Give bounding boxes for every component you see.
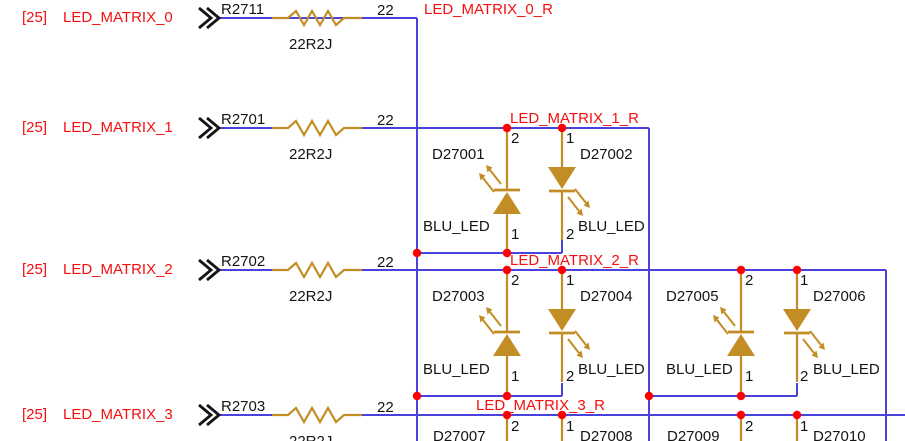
net-label: LED_MATRIX_0_R (424, 1, 553, 18)
page-ref-tag: [25] (22, 9, 48, 26)
led-pin-number: 2 (566, 226, 575, 243)
led-pin-number: 1 (511, 368, 520, 385)
resistor-refdes: R2703 (221, 398, 266, 415)
resistor-pin-number: 22 (377, 254, 394, 271)
led-pin-number: 1 (800, 418, 809, 435)
led-refdes: D27010 (813, 428, 866, 441)
junction-dots (412, 123, 802, 420)
net-label: LED_MATRIX_1_R (510, 110, 639, 127)
resistor-pin-number: 22 (377, 2, 394, 19)
led-part-label: BLU_LED (666, 361, 733, 378)
led-refdes: D27008 (580, 428, 633, 441)
led-pin-number: 1 (511, 226, 520, 243)
resistor-value: 22R2J (289, 434, 332, 441)
resistor-pin-number: 22 (377, 399, 394, 416)
led-pin-stubs (505, 130, 799, 441)
led-symbol-D27006 (783, 309, 825, 358)
light-emission-arrows (802, 338, 818, 358)
led-refdes: D27002 (580, 146, 633, 163)
led-pin-number: 2 (745, 272, 754, 289)
led-pin-number: 2 (511, 130, 520, 147)
led-pin-number: 2 (511, 418, 520, 435)
led-pin-number: 2 (511, 272, 520, 289)
resistor-refdes: R2711 (221, 1, 265, 18)
resistor-symbols (272, 8, 362, 425)
led-pin-number: 1 (566, 418, 575, 435)
led-part-label: BLU_LED (578, 218, 645, 235)
led-symbol-D27004 (548, 309, 590, 358)
led-symbol-D27001 (479, 165, 521, 214)
net-name: LED_MATRIX_1 (63, 119, 173, 136)
page-ref-tag: [25] (22, 119, 48, 136)
led-refdes: D27009 (667, 428, 720, 441)
net-label: LED_MATRIX_2_R (510, 252, 639, 269)
page-ref-tag: [25] (22, 406, 48, 423)
led-part-label: BLU_LED (813, 361, 880, 378)
light-emission-arrows (567, 338, 583, 358)
led-pin-number: 1 (745, 368, 754, 385)
resistor-value: 22R2J (289, 288, 333, 305)
led-refdes: D27004 (580, 288, 633, 305)
led-pin-number: 1 (566, 130, 575, 147)
light-emission-arrows (486, 307, 502, 327)
led-pin-number: 2 (800, 368, 809, 385)
resistor-value: 22R2J (289, 36, 333, 53)
led-pin-number: 1 (800, 272, 809, 289)
led-refdes: D27001 (432, 146, 485, 163)
net-label: LED_MATRIX_3_R (476, 397, 605, 414)
led-refdes: D27003 (432, 288, 485, 305)
net-name: LED_MATRIX_0 (63, 9, 173, 26)
net-name: LED_MATRIX_3 (63, 406, 173, 423)
offpage-connector-icon (198, 6, 222, 427)
led-symbol-D27003 (479, 307, 521, 356)
led-pin-number: 2 (566, 368, 575, 385)
net-name: LED_MATRIX_2 (63, 261, 173, 278)
led-symbol-D27002 (548, 167, 590, 216)
resistor-refdes: R2702 (221, 253, 266, 270)
resistor-refdes: R2701 (221, 111, 266, 128)
led-part-label: BLU_LED (578, 361, 645, 378)
light-emission-arrows (720, 307, 736, 327)
page-ref-tag: [25] (22, 261, 48, 278)
light-emission-arrows (567, 196, 583, 216)
led-pin-number: 2 (745, 418, 754, 435)
led-pin-number: 1 (566, 272, 575, 289)
light-emission-arrows (486, 165, 502, 185)
led-refdes: D27007 (433, 428, 486, 441)
led-symbol-D27005 (713, 307, 755, 356)
led-refdes: D27005 (666, 288, 719, 305)
led-part-label: BLU_LED (423, 218, 490, 235)
led-refdes: D27006 (813, 288, 866, 305)
resistor-pin-number: 22 (377, 112, 394, 129)
led-part-label: BLU_LED (423, 361, 490, 378)
resistor-value: 22R2J (289, 146, 333, 163)
